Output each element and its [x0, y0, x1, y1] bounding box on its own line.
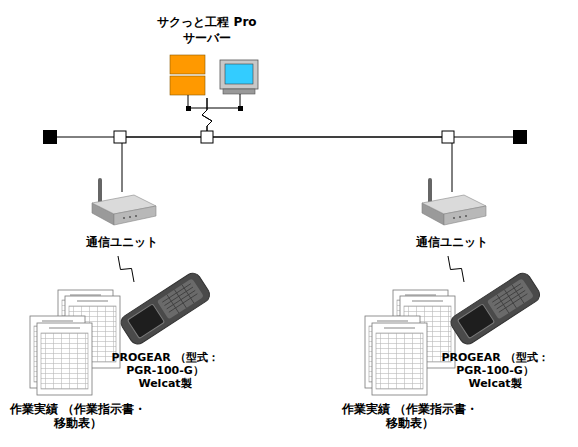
- bus-terminator: [43, 130, 57, 144]
- server-lan-wire: [188, 94, 240, 108]
- monitor-body: [220, 60, 258, 89]
- node-label: 通信ユニット: [86, 234, 158, 250]
- bus-tap: [201, 131, 213, 143]
- document-sheet: [372, 323, 427, 395]
- monitor-screen: [225, 64, 253, 84]
- connector-layer: [118, 98, 464, 282]
- node-label: 通信ユニット: [416, 234, 488, 250]
- illustration: [30, 55, 543, 395]
- bus-terminator: [513, 130, 527, 144]
- lan-port: [238, 106, 243, 111]
- bus-joints: [43, 130, 527, 144]
- handheld-terminal: [118, 270, 213, 347]
- document-sheet: [37, 323, 92, 395]
- node-label: PROGEAR （型式：PGR-100-G） Welcat製: [433, 351, 557, 390]
- bus-tap: [114, 131, 126, 143]
- handheld-node: PROGEAR （型式：PGR-100-G） Welcat製: [103, 278, 227, 390]
- bus-tap: [442, 131, 454, 143]
- server-unit: [170, 55, 205, 74]
- monitor-stand: [223, 89, 255, 94]
- network-line: [122, 98, 212, 192]
- node-label: PROGEAR （型式：PGR-100-G） Welcat製: [103, 351, 227, 390]
- router-icon: [92, 180, 156, 225]
- router-node: 通信ユニット: [80, 192, 164, 250]
- lan-port: [186, 106, 191, 111]
- server-node: サクっと工程 Pro サーバー: [137, 14, 277, 98]
- node-label: 作業実績 （作業指示書・移動表）: [332, 402, 488, 430]
- router-node: 通信ユニット: [410, 192, 494, 250]
- handheld-node: PROGEAR （型式：PGR-100-G） Welcat製: [433, 278, 557, 390]
- handheld-terminal: [448, 270, 543, 347]
- wireless-link: [448, 256, 464, 282]
- network-line: [202, 98, 452, 192]
- node-label: 作業実績 （作業指示書・移動表）: [0, 402, 156, 430]
- node-label: サクっと工程 Pro サーバー: [137, 14, 277, 46]
- wireless-link: [118, 256, 134, 282]
- router-icon: [422, 180, 486, 225]
- server-unit: [170, 76, 205, 95]
